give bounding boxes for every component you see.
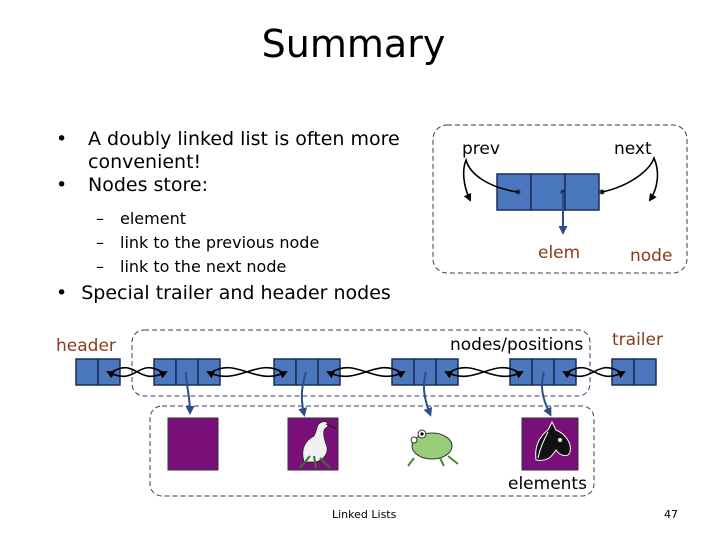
node-elem-cell	[530, 173, 566, 211]
trailer-label: trailer	[612, 330, 663, 350]
node-detail	[462, 155, 659, 235]
slide-title: Summary	[261, 22, 446, 66]
bullet-text: A doubly linked list is often more conve…	[88, 128, 400, 173]
prev-link-arrow	[106, 366, 163, 379]
next-label: next	[614, 139, 652, 159]
heron-icon	[287, 417, 339, 471]
prev-arrow	[462, 157, 519, 202]
element-pointer	[298, 371, 308, 417]
positions-label: nodes/positions	[450, 335, 584, 355]
bullet-dot-icon: •	[56, 282, 68, 304]
node-next-cell	[564, 173, 600, 211]
node-detail-frame	[432, 124, 688, 274]
bullet-dot-icon: •	[56, 128, 68, 150]
node-cell	[75, 358, 99, 386]
bullet-item: • A doubly linked list is often more con…	[56, 128, 436, 174]
dash-icon: –	[96, 209, 104, 228]
sub-bullet-text: element	[120, 209, 186, 228]
node-cell	[295, 358, 319, 386]
element-pointer	[422, 371, 433, 417]
sub-bullet-item: – link to the previous node	[56, 231, 436, 255]
dash-icon: –	[96, 233, 104, 252]
prev-label: prev	[462, 139, 500, 159]
page-number: 47	[664, 508, 678, 521]
sub-bullet-item: – link to the next node	[56, 255, 436, 279]
prev-link-arrow	[326, 366, 401, 379]
node-cell	[633, 358, 657, 386]
sub-bullet-text: link to the previous node	[120, 233, 320, 252]
node-label: node	[630, 246, 673, 266]
horse-icon	[521, 417, 579, 471]
bullet-item: • Nodes store:	[56, 174, 436, 197]
prev-link-arrow	[562, 366, 621, 379]
prev-link-arrow	[206, 366, 283, 379]
header-node	[75, 358, 121, 386]
list-links	[106, 366, 626, 379]
frog-icon	[406, 418, 462, 468]
sub-bullet-text: link to the next node	[120, 257, 287, 276]
element-pointer	[541, 371, 552, 417]
bullet-list: • A doubly linked list is often more con…	[56, 128, 436, 279]
bullet-item: • Special trailer and header nodes	[56, 282, 391, 304]
elements-frame	[149, 405, 595, 497]
prev-link-arrow	[444, 366, 519, 379]
purple-square-icon	[167, 417, 219, 471]
header-label: header	[56, 336, 116, 356]
bullet-text: Nodes store:	[88, 174, 208, 196]
dash-icon: –	[96, 257, 104, 276]
positions-frame	[131, 329, 591, 397]
next-arrow	[601, 155, 659, 202]
node-prev-cell	[496, 173, 532, 211]
bullet-dot-icon: •	[56, 174, 68, 196]
elem-label: elem	[538, 243, 581, 263]
bullet-text: Special trailer and header nodes	[81, 282, 391, 304]
sub-bullet-item: – element	[56, 207, 436, 231]
footer-title: Linked Lists	[332, 508, 397, 521]
list-node	[273, 358, 341, 386]
element-pointer	[185, 371, 195, 415]
elements-label: elements	[508, 474, 587, 494]
